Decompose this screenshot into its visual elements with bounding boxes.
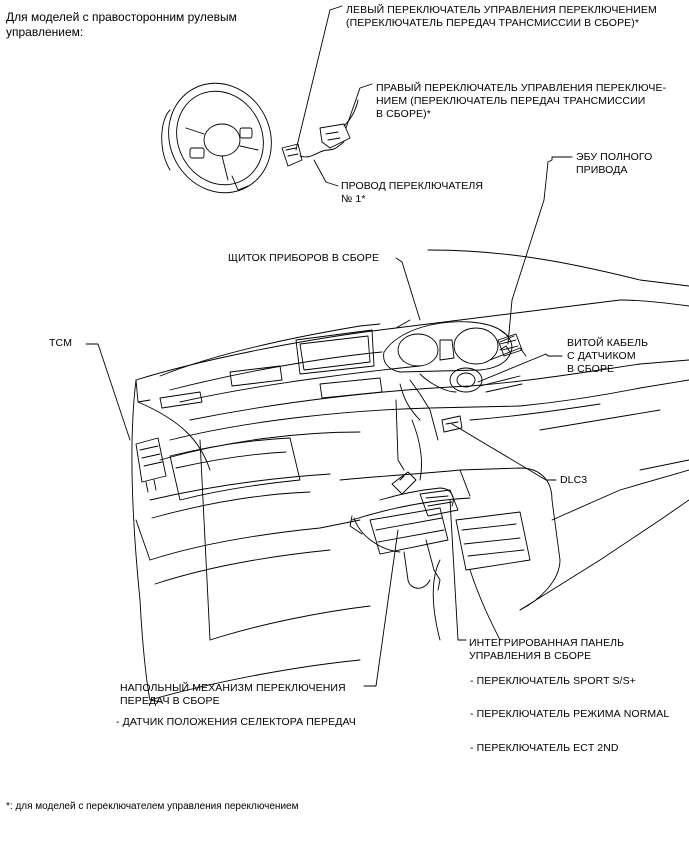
paddle-switch-assembly bbox=[281, 99, 359, 167]
steering-column bbox=[395, 335, 527, 481]
steering-wheel-inset bbox=[161, 82, 272, 194]
floor-shift-label: НАПОЛЬНЫЙ МЕХАНИЗМ ПЕРЕКЛЮЧЕНИЯ ПЕРЕДАЧ … bbox=[120, 682, 346, 707]
spiral-cable-label: ВИТОЙ КАБЕЛЬ С ДАТЧИКОМ В СБОРЕ bbox=[567, 337, 649, 375]
tcm-label: TCM bbox=[49, 337, 73, 349]
footnote: *: для моделей с переключателем управлен… bbox=[6, 801, 299, 812]
dlc3-label: DLC3 bbox=[560, 474, 588, 486]
switch-wire-label: ПРОВОД ПЕРЕКЛЮЧАТЕЛЯ № 1* bbox=[341, 180, 484, 205]
leader-lines bbox=[85, 5, 573, 687]
floor-shift-mechanism bbox=[349, 471, 459, 591]
combination-meter-label: ЩИТОК ПРИБОРОВ В СБОРЕ bbox=[228, 252, 380, 264]
left-switch-label: ЛЕВЫЙ ПЕРЕКЛЮЧАТЕЛЬ УПРАВЛЕНИЯ ПЕРЕКЛЮЧЕ… bbox=[346, 4, 657, 29]
intro-note: Для моделей с правосторонним рулевым упр… bbox=[6, 10, 237, 39]
dlc3-connector bbox=[441, 415, 463, 433]
selector-sensor-label: - ДАТЧИК ПОЛОЖЕНИЯ СЕЛЕКТОРА ПЕРЕДАЧ bbox=[116, 716, 356, 728]
meter-cluster bbox=[383, 319, 513, 373]
floor-lines bbox=[149, 459, 689, 701]
integrated-panel-label: ИНТЕГРИРОВАННАЯ ПАНЕЛЬ УПРАВЛЕНИЯ В СБОР… bbox=[469, 637, 625, 662]
center-console bbox=[339, 467, 689, 641]
ect-switch-label: - ПЕРЕКЛЮЧАТЕЛЬ ECT 2ND bbox=[470, 742, 619, 754]
normal-switch-label: - ПЕРЕКЛЮЧАТЕЛЬ РЕЖИМА NORMAL bbox=[470, 708, 670, 720]
sport-switch-label: - ПЕРЕКЛЮЧАТЕЛЬ SPORT S/S+ bbox=[470, 675, 636, 687]
tcm-box bbox=[135, 437, 167, 493]
ecu-module bbox=[497, 333, 523, 357]
body-outline bbox=[131, 249, 689, 703]
right-switch-label: ПРАВЫЙ ПЕРЕКЛЮЧАТЕЛЬ УПРАВЛЕНИЯ ПЕРЕКЛЮЧ… bbox=[376, 82, 667, 120]
ecu-4wd-label: ЭБУ ПОЛНОГО ПРИВОДА bbox=[576, 151, 653, 176]
